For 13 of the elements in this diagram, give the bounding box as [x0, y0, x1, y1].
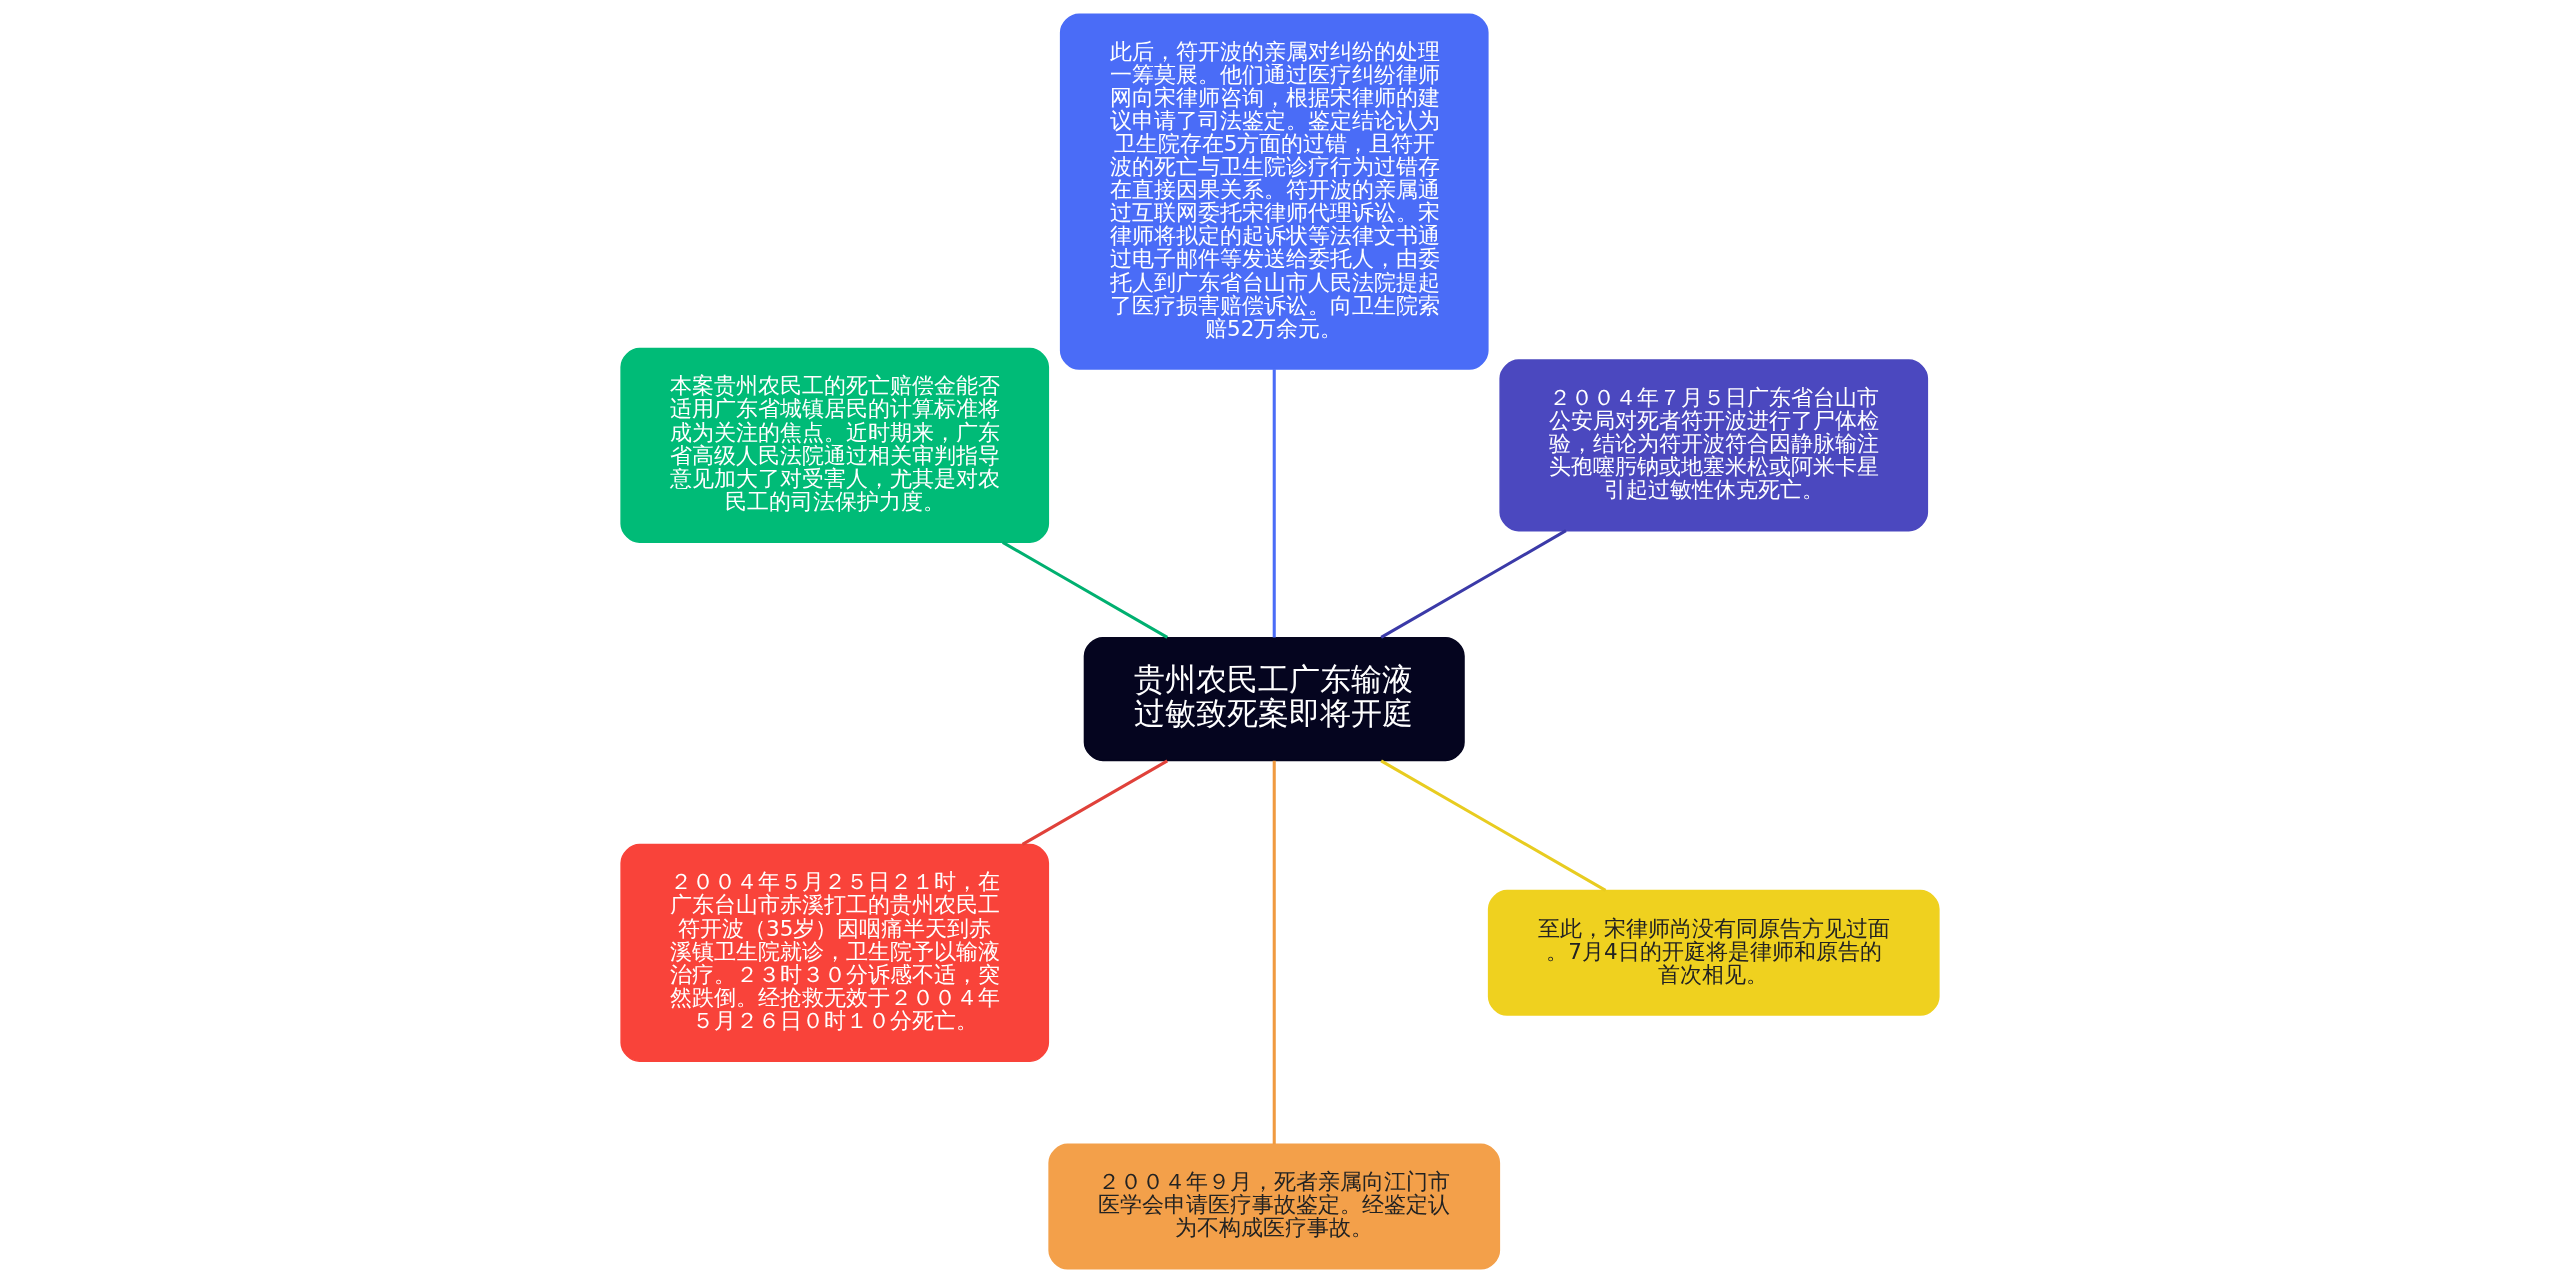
connector [1380, 529, 1567, 639]
node-box: 此后，符开波的亲属对纠纷的处理一筹莫展。他们通过医疗纠纷律师网向宋律师咨询，根据宋律师的建议申请了司法鉴定。鉴定结论认为卫生院存在5方面的过错，且符开波的死亡与卫生院诊疗行为过错存在直接因果关系。符开波的亲属通过互联网委托宋律师代理诉讼。宋律师将拟定的起诉状等法律文书通过电子邮件等发送给委托人，由委托人到广东省台山市人民法院提起了医疗损害赔偿诉讼。向卫生院索赔52万余元。 [1059, 13, 1489, 370]
node-box: ２００４年９月，死者亲属向江门市医学会申请医疗事故鉴定。经鉴定认为不构成医疗事故。 [1048, 1143, 1501, 1270]
node-box: 至此，宋律师尚没有同原告方见过面。7月4日的开庭将是律师和原告的首次相见。 [1487, 889, 1940, 1016]
node-box: 贵州农民工广东输液过敏致死案即将开庭 [1083, 636, 1465, 762]
node-box: ２００４年５月２５日２１时，在广东台山市赤溪打工的贵州农民工符开波（35岁）因咽痛半天到赤溪镇卫生院就诊，卫生院予以输液治疗。２３时３０分诉感不适，突然跌倒。经抢救无效于２００４年５月２６日０时１０分死亡。 [620, 843, 1050, 1062]
node-box: 本案贵州农民工的死亡赔偿金能否适用广东省城镇居民的计算标准将成为关注的焦点。近时期来，广东省高级人民法院通过相关审判指导意见加大了对受害人，尤其是对农民工的司法保护力度。 [620, 347, 1050, 543]
connector [1380, 759, 1607, 892]
connector [1272, 369, 1276, 638]
connector [1021, 759, 1169, 846]
connector [1272, 760, 1276, 1145]
node-box: ２００４年７月５日广东省台山市公安局对死者符开波进行了尸体检验，结论为符开波符合因静脉输注头孢噻肟钠或地塞米松或阿米卡星引起过敏性休克死亡。 [1499, 359, 1929, 532]
connector [1002, 541, 1169, 639]
